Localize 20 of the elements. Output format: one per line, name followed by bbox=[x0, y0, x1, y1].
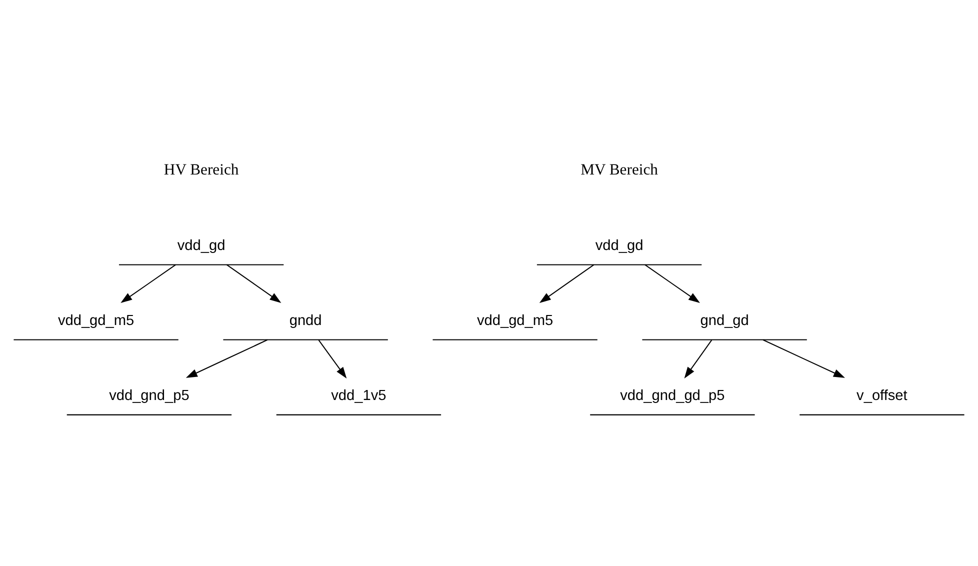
node-text: vdd_gnd_gd_p5 bbox=[620, 387, 725, 404]
node-text: vdd_gd_m5 bbox=[58, 312, 134, 328]
arrow bbox=[318, 339, 347, 378]
arrow bbox=[762, 338, 845, 378]
node-text: vdd_gd bbox=[595, 237, 644, 254]
node-text: vdd_gd_m5 bbox=[476, 312, 554, 328]
arrow bbox=[226, 264, 282, 302]
arrow bbox=[684, 339, 712, 378]
node-text: vdd_gnd_p5 bbox=[109, 387, 190, 404]
arrow bbox=[644, 264, 700, 302]
node-text: v_offset bbox=[856, 387, 908, 404]
arrow bbox=[186, 338, 268, 378]
arrow bbox=[120, 264, 176, 302]
node-text: gnd_gd bbox=[700, 312, 749, 328]
label: MV Bereich bbox=[580, 161, 658, 178]
label: HV Bereich bbox=[164, 161, 239, 178]
node-text: vdd_gd bbox=[177, 237, 226, 254]
node-text: vdd_1v5 bbox=[331, 387, 386, 404]
arrow bbox=[539, 264, 594, 302]
node-text: gndd bbox=[289, 312, 322, 328]
